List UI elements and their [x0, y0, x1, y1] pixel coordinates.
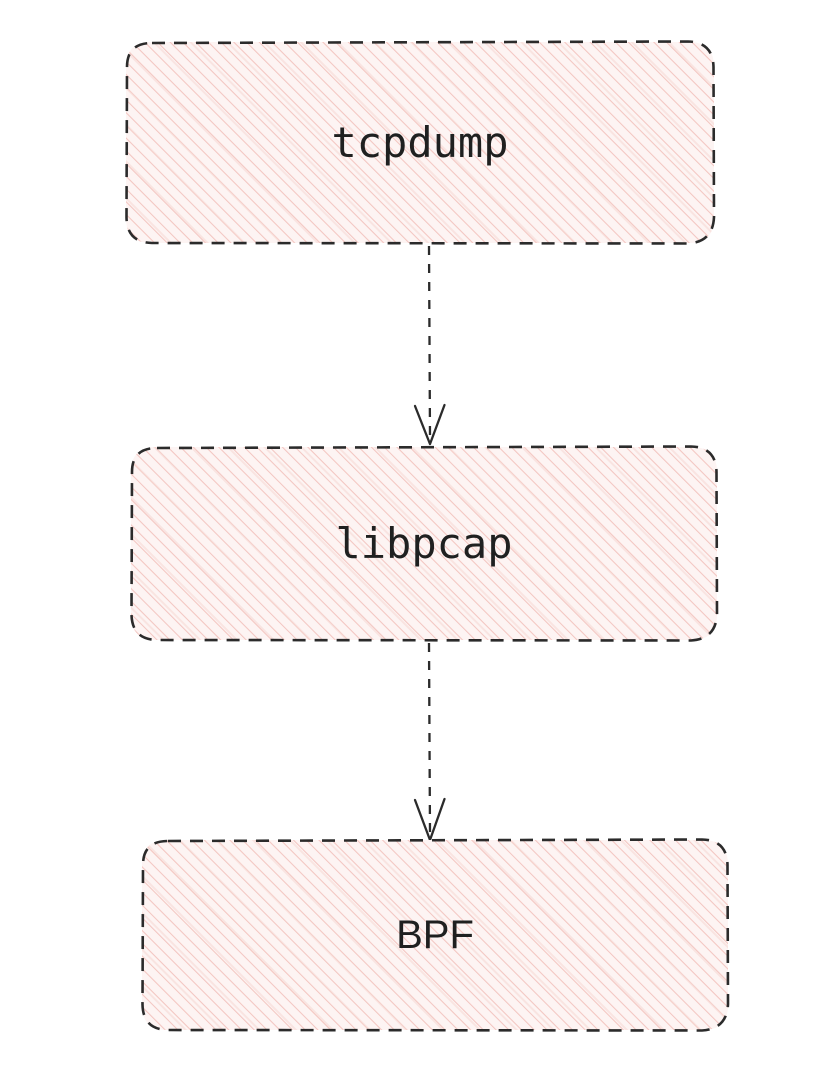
node-tcpdump-border	[125, 40, 716, 245]
edge-tcpdump-libpcap-line	[427, 245, 432, 439]
edge-tcpdump-libpcap	[413, 245, 446, 446]
edge-libpcap-bpf-arrowhead	[413, 797, 446, 842]
node-bpf-border	[141, 838, 730, 1032]
edge-tcpdump-libpcap-arrowhead	[413, 403, 446, 446]
node-bpf[interactable]	[141, 838, 730, 1032]
edge-libpcap-bpf	[413, 642, 446, 842]
node-tcpdump[interactable]	[125, 40, 716, 245]
node-libpcap-fill-overlay	[131, 447, 717, 640]
node-tcpdump-fill-overlay	[126, 42, 714, 243]
node-bpf-fill-overlay	[142, 840, 728, 1030]
node-libpcap-border	[130, 445, 719, 642]
node-libpcap[interactable]	[130, 445, 719, 642]
edge-libpcap-bpf-line	[427, 642, 432, 835]
